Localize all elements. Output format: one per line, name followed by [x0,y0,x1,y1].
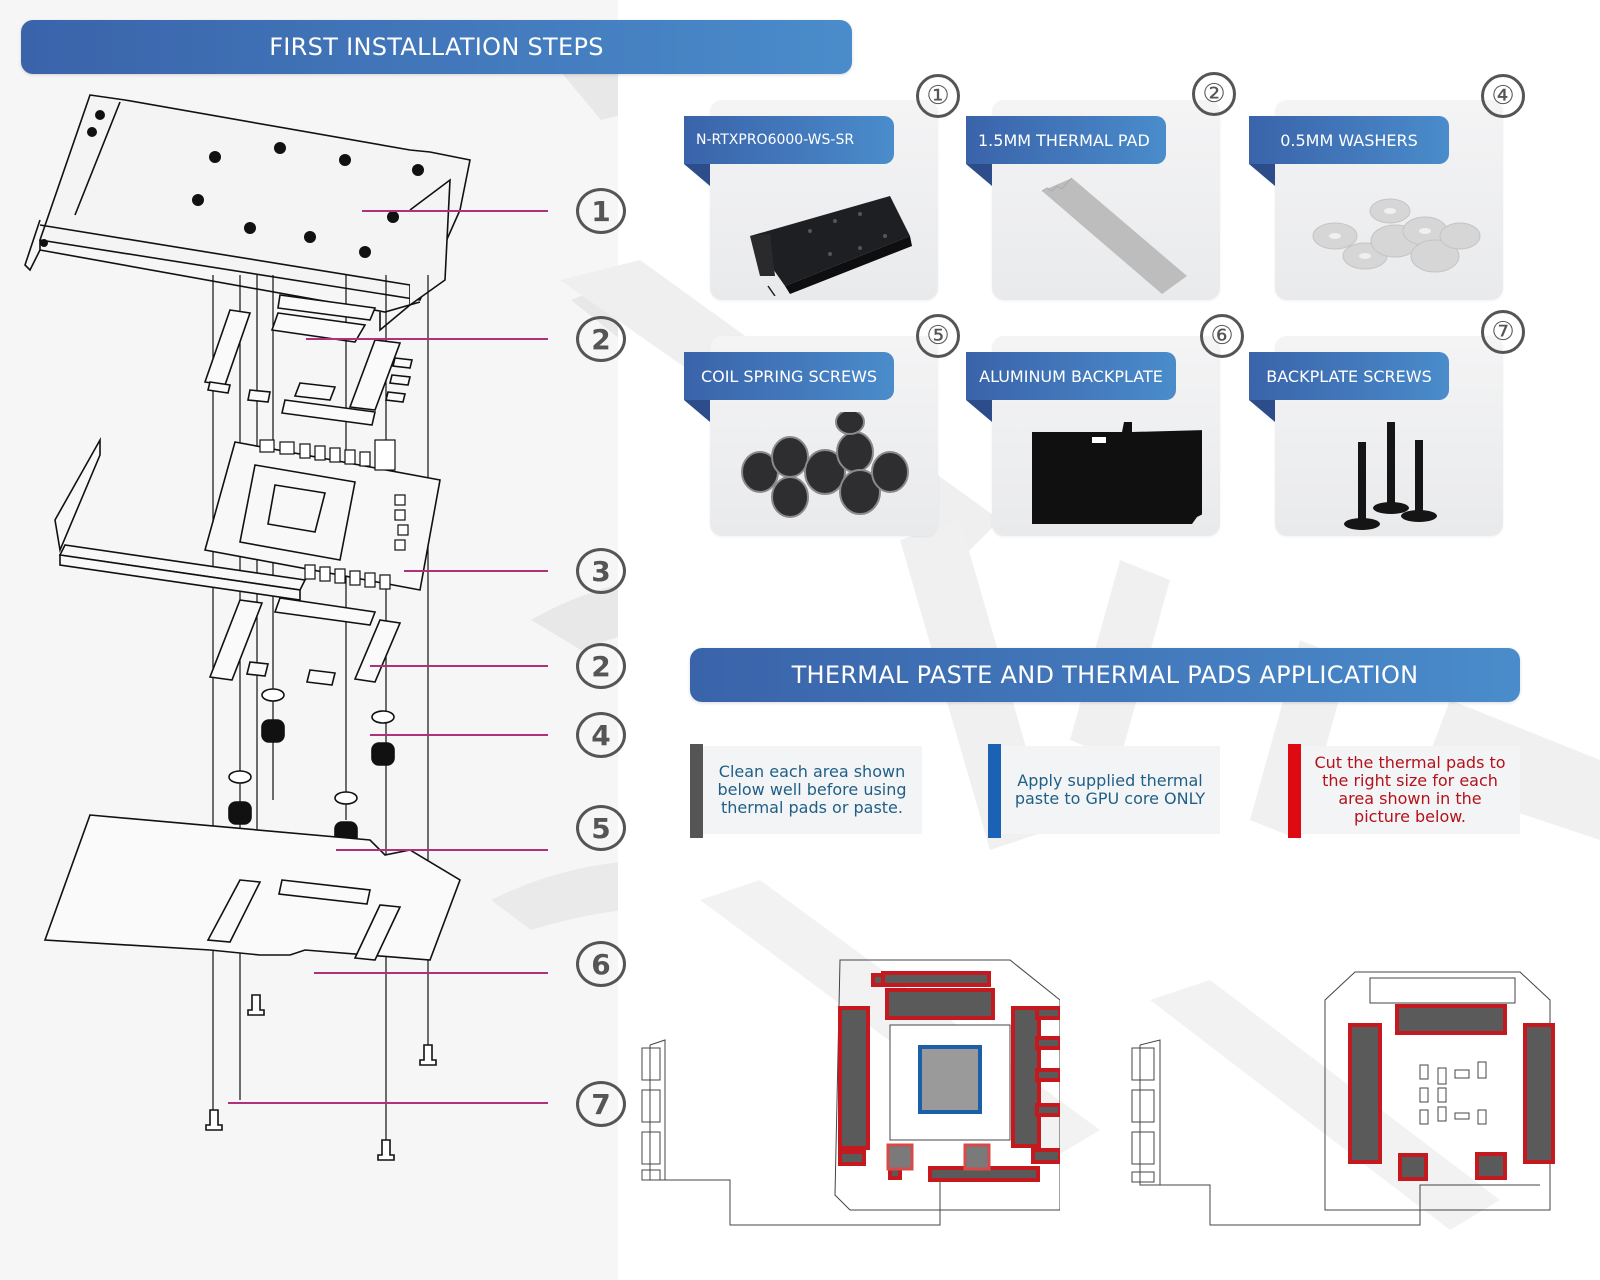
part-tag: 1.5MM THERMAL PAD [966,116,1166,164]
note-accent-bar [1288,744,1301,838]
thermal-pad-image [1041,177,1187,294]
installation-steps-title: FIRST INSTALLATION STEPS [269,33,604,61]
back-thermal-pads [1348,1004,1555,1181]
step-label-7: 7 [576,1081,626,1127]
front-pcb-diagram [641,959,1060,1226]
part-card-water-block: N-RTXPRO6000-WS-SR ① [684,74,960,300]
washers-image [1312,198,1481,273]
part-tag-fold [684,400,710,422]
step-label-4: 4 [576,712,626,758]
part-number: ④ [1481,74,1525,118]
pcb-drawing [54,436,441,601]
step-label-5: 5 [576,805,626,851]
part-tag: N-RTXPRO6000-WS-SR [684,116,894,164]
note-apply-paste: Apply supplied thermal paste to GPU core… [988,744,1220,838]
step-label-6: 6 [576,941,626,987]
part-number: ② [1192,72,1236,116]
part-tag-fold [966,400,992,422]
step-label-2: 2 [576,316,626,362]
part-number: ⑤ [916,314,960,358]
io-ports [641,1047,661,1181]
part-number: ⑥ [1200,314,1244,358]
part-number: ⑦ [1481,310,1525,354]
leader-line-4 [370,734,548,736]
gpu-core-paste-area [918,1045,982,1114]
water-block-drawing [24,94,471,332]
part-tag-fold [1249,400,1275,422]
leader-line-2 [306,338,548,340]
backplate-screws-drawing [205,994,437,1161]
front-thermal-pads [838,971,1060,1182]
part-tag-fold [1249,164,1275,186]
leader-line-2b [370,665,548,667]
note-text: Apply supplied thermal paste to GPU core… [1014,771,1206,808]
leader-line-5 [336,849,548,851]
thermal-pads-top-drawing [203,294,413,426]
step-label-2b: 2 [576,643,626,689]
backplate-drawing [43,814,461,961]
leader-line-7 [228,1102,548,1104]
part-card-thermal-pad: 1.5MM THERMAL PAD ② [966,72,1236,300]
note-cut-pads: Cut the thermal pads to the right size f… [1288,744,1520,838]
application-title: THERMAL PASTE AND THERMAL PADS APPLICATI… [791,661,1419,689]
leader-line-1 [362,210,548,212]
note-clean-area: Clean each area shown below well before … [690,744,922,838]
note-text: Cut the thermal pads to the right size f… [1314,753,1506,826]
part-number: ① [916,74,960,118]
part-tag: BACKPLATE SCREWS [1249,352,1449,400]
part-card-backplate-screws: BACKPLATE SCREWS ⑦ [1249,310,1525,536]
backplate-screws-image [1344,422,1437,530]
note-accent-bar [690,744,703,838]
io-ports [1131,1047,1155,1183]
note-text: Clean each area shown below well before … [717,762,907,817]
part-tag: 0.5MM WASHERS [1249,116,1449,164]
part-card-backplate: ALUMINUM BACKPLATE ⑥ [966,314,1244,536]
back-pcb-diagram [1131,971,1555,1226]
installation-steps-banner: FIRST INSTALLATION STEPS [21,20,852,74]
step-label-1: ①1 [576,188,626,234]
leader-line-3 [404,570,548,572]
note-accent-bar [988,744,1001,838]
part-card-coil-spring-screws: COIL SPRING SCREWS ⑤ [684,314,960,536]
washers-springs-drawing [228,688,395,845]
part-tag-fold [684,164,710,186]
step-label-3: 3 [576,548,626,594]
exploded-assembly-diagram [24,94,471,1161]
backplate-image [1032,422,1202,524]
application-banner: THERMAL PASTE AND THERMAL PADS APPLICATI… [690,648,1520,702]
coil-spring-screws-image [741,412,909,518]
part-tag: COIL SPRING SCREWS [684,352,894,400]
thermal-pads-bottom-drawing [208,597,402,686]
water-block-image [750,196,912,296]
leader-line-6 [314,972,548,974]
part-card-washers: 0.5MM WASHERS ④ [1249,74,1525,300]
part-tag-fold [966,164,992,186]
part-tag: ALUMINUM BACKPLATE [966,352,1176,400]
